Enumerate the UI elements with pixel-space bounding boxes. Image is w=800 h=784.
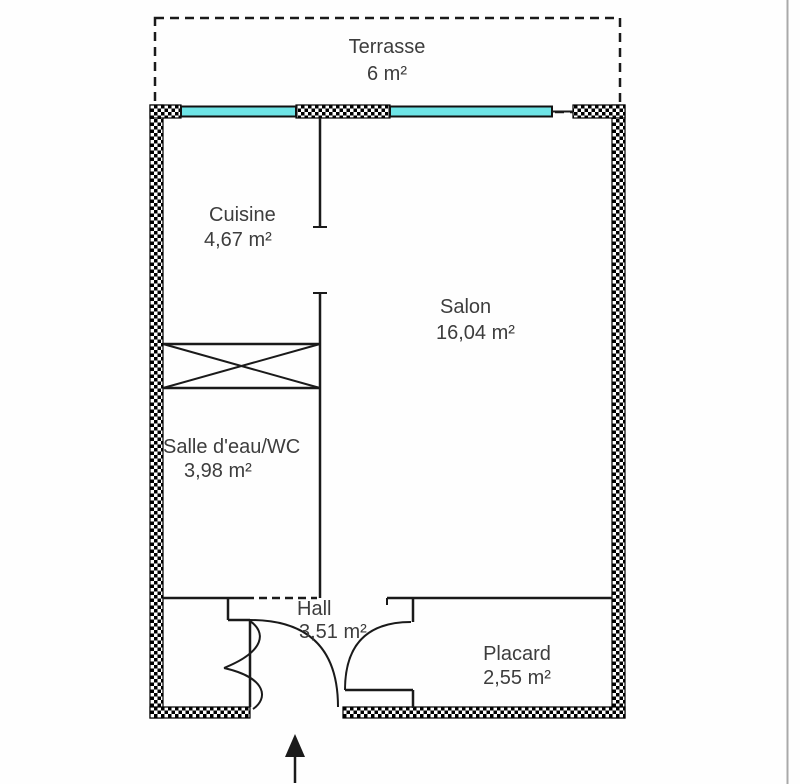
cuisine-area: 4,67 m² <box>204 229 272 251</box>
placard-area: 2,55 m² <box>483 667 551 689</box>
hall-area: 3,51 m² <box>299 621 367 643</box>
window-living <box>389 105 553 118</box>
salle-eau-area: 3,98 m² <box>184 460 252 482</box>
salon-label: Salon <box>440 296 491 318</box>
folding-door-arc <box>223 620 261 669</box>
top-wall-segment <box>149 104 182 119</box>
terrace-label: Terrasse <box>349 36 426 58</box>
window-kitchen <box>180 105 297 118</box>
room-labels: Cuisine 4,67 m² Salon 16,04 m² Salle d'e… <box>163 204 551 689</box>
folding-door-arc <box>223 667 263 710</box>
closet-door <box>344 621 413 692</box>
cuisine-label: Cuisine <box>209 204 276 226</box>
terrace-outline <box>153 16 622 114</box>
exterior-walls <box>149 104 626 719</box>
doors <box>223 619 413 710</box>
closet-door-swing-arc <box>344 621 412 691</box>
terrace: Terrasse 6 m² <box>153 16 622 114</box>
right-wall <box>611 104 626 719</box>
top-wall-segment <box>295 104 391 119</box>
bathroom-folding-door <box>223 620 263 710</box>
entrance-door-swing-arc <box>249 619 339 708</box>
entrance-arrow-head <box>285 734 305 757</box>
bottom-wall-segment <box>149 706 251 719</box>
left-wall <box>149 104 164 719</box>
technical-box <box>162 342 321 390</box>
terrace-area: 6 m² <box>367 63 407 85</box>
hall-label: Hall <box>297 598 331 620</box>
entrance-arrow-icon <box>285 734 305 783</box>
entrance-door <box>248 619 339 708</box>
technical-box-diagonal <box>162 343 321 389</box>
salle-eau-label: Salle d'eau/WC <box>163 436 300 458</box>
placard-label: Placard <box>483 643 551 665</box>
windows <box>180 105 573 118</box>
top-wall-segment <box>572 104 626 119</box>
salon-area: 16,04 m² <box>436 322 515 344</box>
bottom-wall-segment <box>342 706 626 719</box>
